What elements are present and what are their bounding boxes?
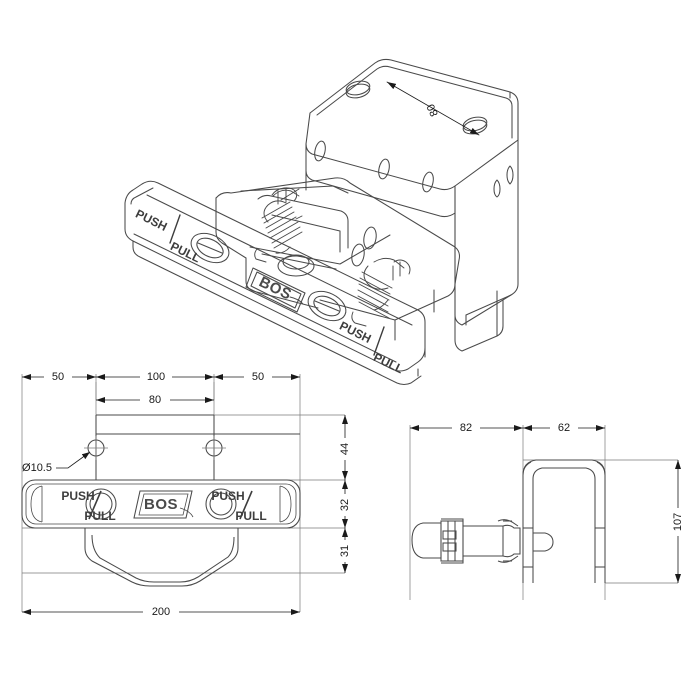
front-top-dimension-text: 50 100 50: [44, 369, 272, 385]
front-vertical-dimension-text: 44 32 31: [337, 438, 353, 562]
front-mounting-plate: [95, 414, 300, 480]
dim-height-top: 44: [339, 443, 351, 455]
front-push-right-label: PUSH: [211, 489, 244, 503]
iso-springs: [254, 187, 411, 327]
dim-height-overall: 107: [672, 513, 684, 531]
front-handle-bar: [21, 479, 301, 529]
dim-right-offset: 50: [252, 371, 264, 383]
hole-diameter-label: Ø10.5: [22, 462, 52, 474]
front-pull-left-label: PULL: [84, 509, 115, 523]
dim-overall-width: 200: [152, 606, 170, 618]
front-push-left-label: PUSH: [61, 489, 94, 503]
front-brand-badge: [133, 490, 194, 519]
dim-hole-span-inner: 80: [149, 394, 161, 406]
side-u-bracket: [522, 459, 606, 583]
front-pull-right-label: PULL: [235, 509, 266, 523]
front-lower-body: [84, 528, 239, 587]
front-hole-callout: Ø10.5: [22, 451, 91, 474]
dim-left-offset: 50: [52, 371, 64, 383]
side-latch-assembly: [411, 518, 554, 564]
dim-depth-right: 62: [558, 422, 570, 434]
dim-depth-left: 82: [460, 422, 472, 434]
iso-rear-bracket: [305, 58, 519, 352]
isometric-view-group: PUSH PULL PUSH PULL BOS 80: [124, 58, 519, 386]
front-brand-label: BOS: [144, 496, 178, 513]
front-grip-holes: [85, 488, 237, 520]
dim-height-bottom: 31: [339, 545, 351, 557]
side-top-dimension-text: 82 62: [452, 420, 578, 436]
front-mounting-holes: [84, 436, 226, 460]
side-extension-lines: [409, 425, 678, 600]
iso-push-left-label: PUSH: [133, 207, 169, 234]
iso-latch-housing: [215, 177, 461, 341]
iso-bracket-dimension: 80: [425, 102, 441, 118]
iso-handle-plate: [124, 180, 426, 386]
dim-hole-span-outer: 100: [147, 371, 165, 383]
dim-height-bar: 32: [339, 499, 351, 511]
front-view-group: Ø10.5: [21, 369, 353, 620]
side-view-group: 82 62 107: [409, 420, 686, 600]
iso-brand-label: BOS: [256, 273, 294, 303]
front-text-labels: PUSH PULL PUSH PULL BOS: [61, 489, 266, 523]
